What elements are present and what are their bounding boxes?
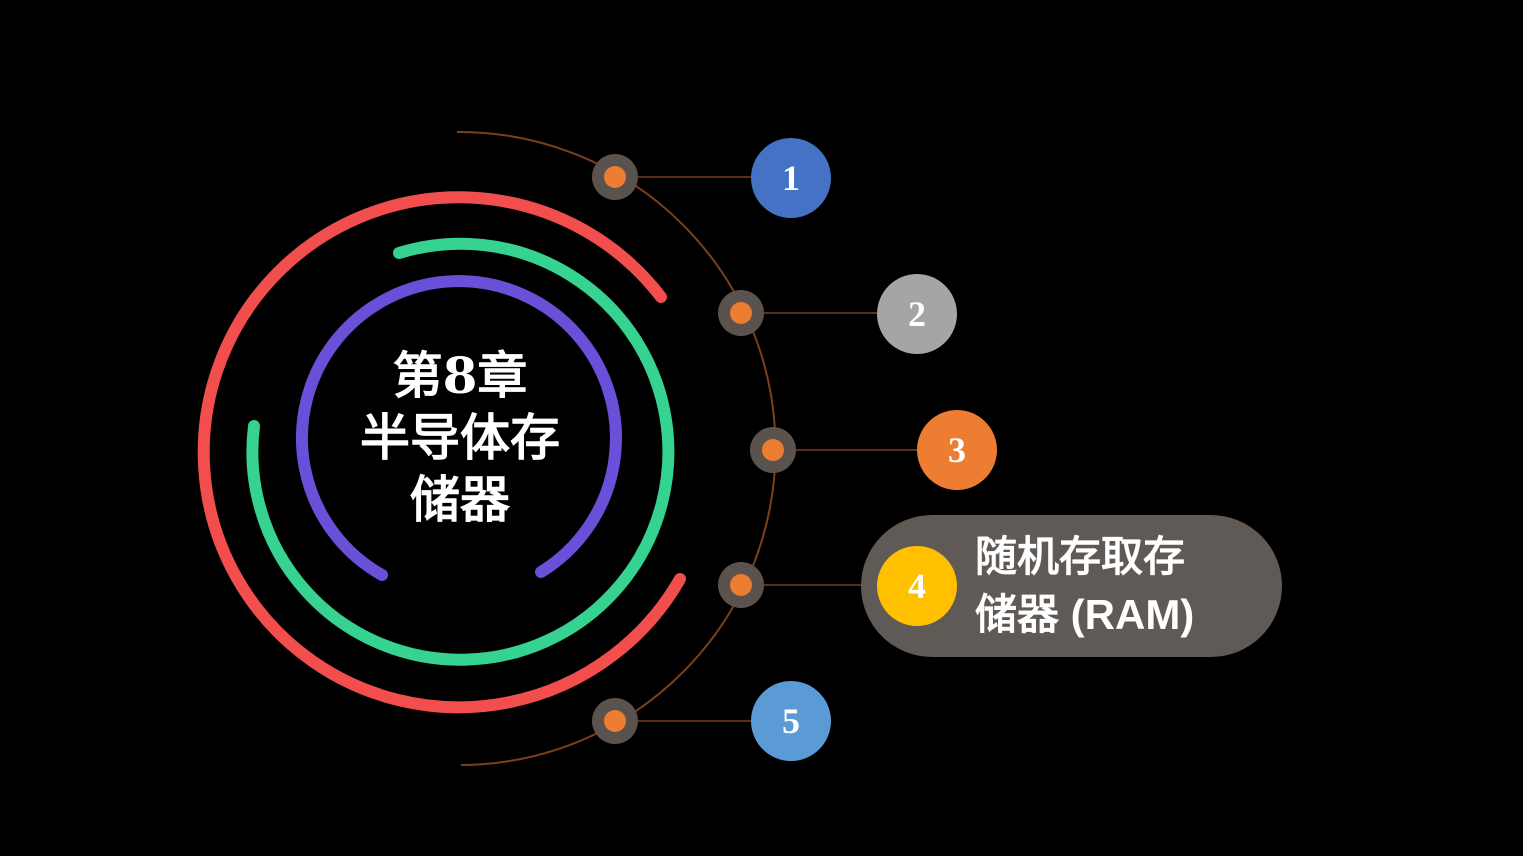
- inner-purple-arc: [295, 275, 622, 581]
- node-4: [718, 562, 764, 608]
- chapter-title-line-3: 储器: [410, 470, 510, 529]
- chapter-title: 第8章 半导体存 储器: [300, 345, 620, 531]
- active-item-label: 随机存取存 储器 (RAM): [975, 528, 1265, 644]
- node-5: [592, 698, 638, 744]
- node-1: [592, 154, 638, 200]
- node-3: [750, 427, 796, 473]
- item-badge-3[interactable]: 3: [917, 410, 997, 490]
- item-badge-2[interactable]: 2: [877, 274, 957, 354]
- item-badge-4[interactable]: 4: [877, 546, 957, 626]
- node-2: [718, 290, 764, 336]
- chapter-title-line-2: 半导体存: [360, 408, 560, 467]
- middle-green-arc: [246, 237, 675, 666]
- active-item-label-line-2: 储器 (RAM): [975, 591, 1195, 638]
- item-badge-1[interactable]: 1: [751, 138, 831, 218]
- chapter-title-line-1: 第8章: [392, 346, 528, 405]
- outer-red-arc: [197, 191, 686, 714]
- active-item-label-line-1: 随机存取存: [975, 533, 1186, 580]
- item-badge-5[interactable]: 5: [751, 681, 831, 761]
